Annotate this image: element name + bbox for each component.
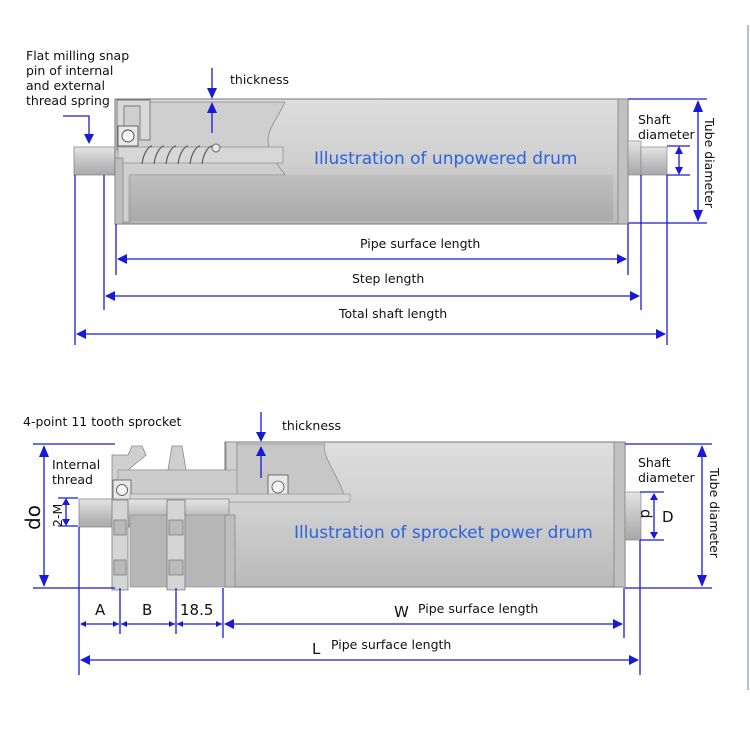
dim-L-arrow-left — [80, 655, 90, 665]
dim-A-label: A — [95, 601, 106, 619]
bottom-tube-diameter-label: Tube diameter — [707, 467, 722, 559]
bottom-callouts: 4-point 11 tooth sprocket Internal threa… — [21, 412, 722, 589]
bearing-left-ball — [116, 484, 128, 496]
bearing-ball — [121, 129, 135, 143]
pipe-surface-length-label: Pipe surface length — [360, 236, 480, 251]
right-shaft-bottom — [624, 491, 642, 541]
bottom-thickness-label: thickness — [282, 418, 341, 433]
dim-W-label: Pipe surface length — [418, 601, 538, 616]
dim-185-label: 18.5 — [180, 601, 213, 619]
top-thickness-arrow-up — [207, 102, 217, 113]
top-shaft-dia-arrow-up — [675, 146, 683, 154]
top-diagram-title: Illustration of unpowered drum — [314, 149, 577, 169]
dim-B-arrow-left — [121, 621, 127, 627]
bottom-shaft-dia-arrow-up — [650, 493, 658, 500]
top-callouts: Flat milling snap pin of internal and ex… — [26, 48, 717, 224]
top-shaft-dia-arrow-down — [675, 167, 683, 175]
internal-thread-label-2: thread — [52, 472, 93, 487]
dim-W-letter: W — [394, 603, 409, 621]
bottom-thickness-arrow-down — [256, 432, 266, 442]
dim-A-arrow-left — [80, 621, 86, 627]
internal-thread-label-1: Internal — [52, 457, 100, 472]
pipe-surface-arrow-left — [117, 254, 127, 264]
sprocket-teeth — [111, 499, 186, 591]
do-arrow-down — [39, 575, 49, 587]
bottom-tube-dia-arrow-down — [697, 575, 707, 587]
top-thickness-arrow-down — [207, 88, 217, 99]
bottom-shaft-diameter-label-1: Shaft — [638, 455, 671, 470]
spring-pin-label-line2: pin of internal — [26, 63, 113, 78]
inner-sleeve — [129, 493, 351, 503]
spring-pin-label-line4: thread spring — [26, 93, 110, 108]
two-m-arrow-down — [62, 519, 70, 526]
pipe-surface-arrow-right — [617, 254, 627, 264]
top-dimensions: Pipe surface length Step length Total sh… — [74, 175, 668, 345]
sprocket-label: 4-point 11 tooth sprocket — [23, 414, 182, 429]
spring-pin-label-line3: and external — [26, 78, 105, 93]
spring-pin-leader — [63, 115, 90, 136]
bottom-dimensions: A B 18.5 W Pipe surface length L Pipe su… — [78, 527, 641, 675]
total-shaft-arrow-right — [656, 329, 666, 339]
dim-L-label: Pipe surface length — [331, 637, 451, 652]
bottom-shaft-diameter-label-2: diameter — [638, 470, 696, 485]
dim-B-arrow-right — [169, 621, 175, 627]
bottom-diagram-title: Illustration of sprocket power drum — [294, 523, 593, 543]
do-arrow-up — [39, 445, 49, 457]
top-tube-dia-arrow-up — [693, 100, 703, 112]
total-shaft-length-label: Total shaft length — [338, 306, 447, 321]
inner-core — [128, 175, 613, 221]
bottom-thickness-arrow-up — [256, 446, 266, 456]
dim-W-arrow-right — [613, 619, 623, 629]
left-end-cap-bottom — [224, 514, 236, 588]
bearing-right-ball — [271, 480, 285, 494]
top-tube-diameter-label: Tube diameter — [702, 117, 717, 209]
dim-A-arrow-right — [113, 621, 119, 627]
right-end-cap-bottom — [613, 441, 626, 588]
two-m-label: 2-M — [50, 504, 65, 527]
step-length-arrow-right — [630, 291, 640, 301]
top-shaft-diameter-label-2: diameter — [638, 127, 696, 142]
dim-L-letter: L — [312, 640, 321, 658]
dim-185-arrow-right — [216, 621, 222, 627]
spring-pin-arrow — [84, 134, 94, 144]
right-end-cap — [617, 98, 629, 225]
dim-185-arrow-left — [177, 621, 183, 627]
big-d-label: D — [662, 508, 674, 526]
left-shaft — [73, 146, 119, 176]
two-m-arrow-up — [62, 498, 70, 505]
inner-shaft — [117, 146, 284, 164]
spring-pin — [211, 143, 221, 153]
spring-coils — [141, 145, 213, 165]
right-shaft — [640, 146, 668, 176]
top-tube-dia-arrow-down — [693, 210, 703, 222]
small-d-label: d — [637, 509, 655, 519]
left-end-cap — [114, 157, 124, 225]
bottom-shaft-dia-arrow-down — [650, 532, 658, 539]
dim-B-label: B — [142, 601, 152, 619]
spring-pin-label-line1: Flat milling snap — [26, 48, 129, 63]
unpowered-drum: Illustration of unpowered drum — [73, 98, 668, 225]
dim-L-arrow-right — [629, 655, 639, 665]
sprocket-drum: Illustration of sprocket power drum — [78, 441, 642, 591]
top-shaft-diameter-label-1: Shaft — [638, 112, 671, 127]
step-length-label: Step length — [352, 271, 424, 286]
total-shaft-arrow-left — [76, 329, 86, 339]
dim-W-arrow-left — [224, 619, 234, 629]
right-shaft-step — [627, 140, 642, 176]
tube-body-bottom — [224, 441, 626, 588]
step-length-arrow-left — [105, 291, 115, 301]
bottom-tube-dia-arrow-up — [697, 445, 707, 457]
top-thickness-label: thickness — [230, 72, 289, 87]
do-label: do — [21, 505, 45, 530]
